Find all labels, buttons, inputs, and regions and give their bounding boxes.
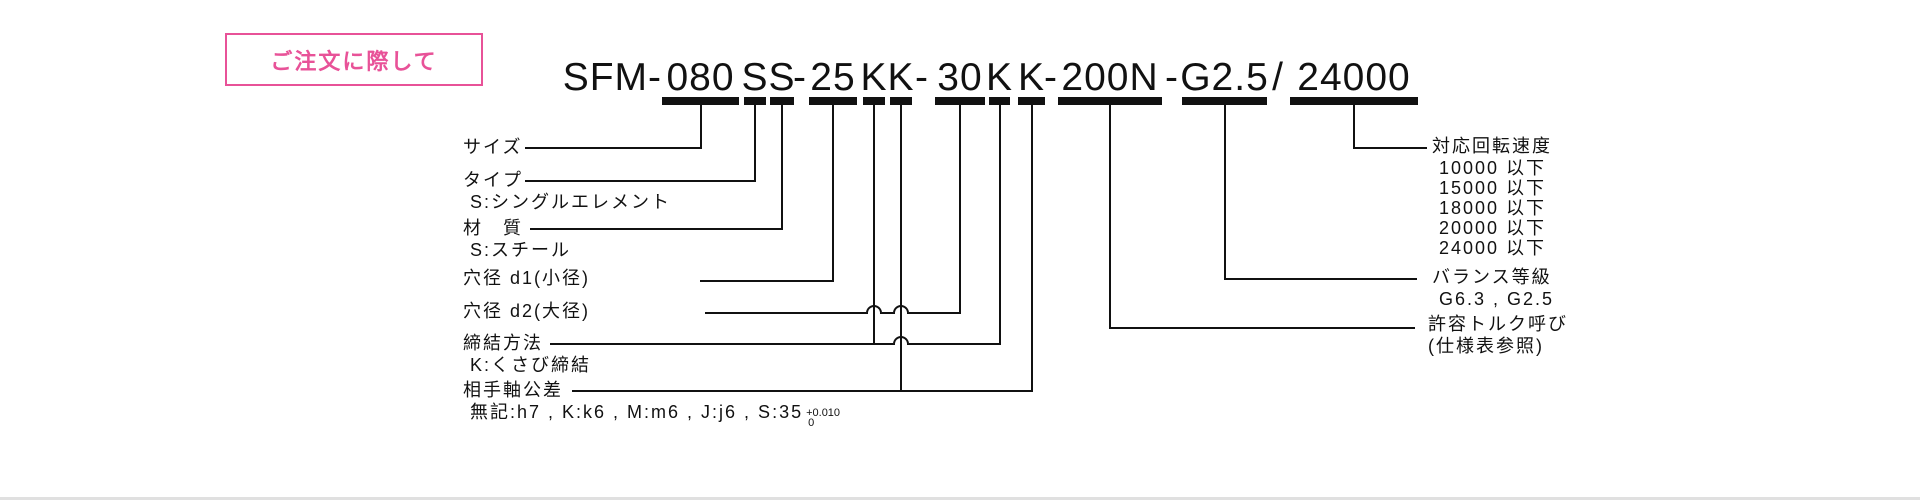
connector-horizontal: [1353, 147, 1427, 149]
model-code-separator: -: [915, 56, 929, 99]
label-sub-speed: 10000 以下 15000 以下 18000 以下 20000 以下 2400…: [1439, 158, 1547, 258]
connector-horizontal: [550, 343, 893, 345]
code-segment-underline: [1018, 97, 1045, 105]
code-segment-underline: [890, 97, 912, 105]
model-code-segment: K: [860, 56, 888, 99]
label-title-fastening: 締結方法: [463, 333, 543, 353]
model-code-segment: S: [741, 56, 769, 99]
code-segment-underline: [770, 97, 794, 105]
label-title-shaft_tolerance: 相手軸公差: [463, 380, 563, 400]
crossover-arc: [866, 305, 882, 314]
connector-vertical: [1223, 105, 1226, 280]
connector-vertical: [781, 105, 783, 230]
code-segment-underline: [662, 97, 739, 105]
code-segment-underline: [1290, 97, 1418, 105]
code-segment-underline: [1182, 97, 1267, 105]
model-code-segment: 080: [666, 56, 735, 99]
connector-horizontal: [525, 147, 702, 149]
code-segment-underline: [809, 97, 857, 105]
label-title-size: サイズ: [463, 137, 523, 157]
connector-vertical: [873, 105, 875, 345]
label-title-material: 材 質: [463, 218, 523, 238]
label-sub-balance: G6.3 , G2.5: [1439, 289, 1555, 309]
connector-horizontal: [909, 312, 961, 314]
connector-horizontal: [705, 312, 866, 314]
code-segment-underline: [744, 97, 766, 105]
connector-vertical: [832, 105, 834, 282]
model-code-segment: 24000: [1297, 56, 1411, 99]
connector-horizontal: [700, 280, 834, 282]
crossover-arc: [893, 336, 909, 345]
connector-horizontal: [1109, 327, 1415, 329]
section-heading-box: ご注文に際して: [225, 33, 483, 86]
connector-horizontal: [882, 312, 893, 314]
label-title-speed: 対応回転速度: [1432, 136, 1552, 156]
label-sub-torque: (仕様表参照): [1428, 336, 1544, 356]
connector-horizontal: [572, 390, 1033, 392]
connector-horizontal: [909, 343, 1001, 345]
model-code-separator: -: [1165, 56, 1179, 99]
model-code-segment: K: [985, 56, 1014, 99]
model-code-segment: G2.5: [1180, 56, 1269, 99]
label-title-torque: 許容トルク呼び: [1428, 314, 1568, 334]
label-title-bore_d2: 穴径 d2(大径): [463, 301, 591, 321]
label-title-balance: バランス等級: [1432, 267, 1552, 287]
code-segment-underline: [863, 97, 885, 105]
label-sub-type: S:シングルエレメント: [470, 192, 672, 212]
connector-vertical: [1353, 105, 1355, 149]
connector-vertical: [1030, 105, 1033, 392]
model-code-segment: K: [887, 56, 915, 99]
connector-vertical: [959, 105, 961, 314]
model-code-separator: SFM-: [562, 56, 662, 99]
connector-vertical: [1109, 105, 1111, 329]
section-heading-label: ご注文に際して: [270, 48, 438, 74]
label-title-bore_d1: 穴径 d1(小径): [463, 268, 591, 288]
model-code-segment: K: [1017, 56, 1046, 99]
connector-horizontal: [525, 180, 756, 182]
model-code-segment: 200N: [1061, 56, 1159, 99]
connector-vertical: [754, 105, 756, 182]
connector-horizontal: [1223, 278, 1417, 280]
page-bottom-rule: [0, 497, 1920, 500]
label-title-type: タイプ: [463, 170, 523, 190]
connector-vertical: [699, 105, 702, 149]
label-sub-fastening: K:くさび締結: [470, 355, 592, 375]
code-segment-underline: [1058, 97, 1162, 105]
model-code-segment: S: [768, 56, 796, 99]
code-segment-underline: [989, 97, 1010, 105]
model-code-segment: 30: [937, 56, 983, 99]
connector-horizontal: [530, 228, 783, 230]
label-sub-material: S:スチール: [470, 240, 572, 260]
model-code-separator: -: [793, 56, 807, 99]
model-code-segment: 25: [810, 56, 856, 99]
model-code-separator: /: [1272, 56, 1284, 99]
code-segment-underline: [935, 97, 985, 105]
connector-vertical: [900, 105, 902, 392]
connector-vertical: [998, 105, 1001, 345]
model-code-separator: -: [1044, 56, 1058, 99]
crossover-arc: [893, 305, 909, 314]
